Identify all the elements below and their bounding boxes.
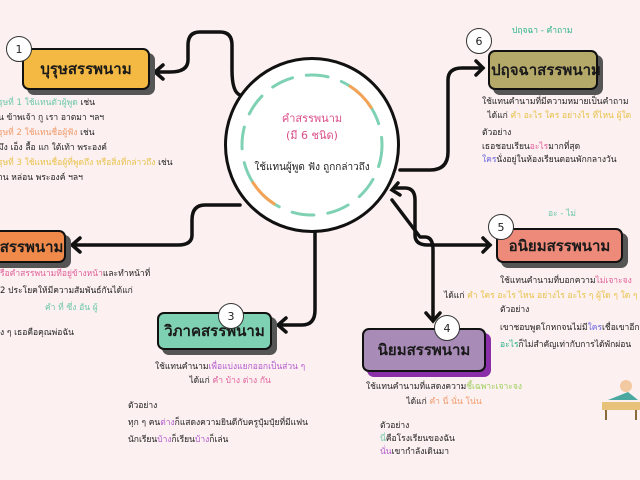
text: รือคำสรรพนามที่อยู่ข้างหน้า (0, 269, 103, 279)
text: 2 ประโยคให้มีความสัมพันธ์กันได้แก่ (0, 286, 133, 296)
number-badge-5: 5 (488, 214, 514, 240)
box-relative-pronoun: สสรรพนาม (0, 230, 66, 263)
number-badge-3: 3 (218, 303, 244, 329)
words: คำ ที่ ซึ่ง อัน ผู้ (45, 303, 98, 313)
text: ใช้แทนคำนาม (155, 362, 209, 372)
example-label: ตัวอย่าง (128, 401, 158, 411)
box-indefinite-pronoun: อนิยมสรรพนาม (496, 228, 623, 263)
example: ง ๆ เธอคือคุณพ่อฉัน (0, 328, 74, 338)
words: คำ นี่ นั่น โน่น (429, 397, 482, 407)
text: บ้าง (157, 435, 172, 445)
words: คำ ใคร อะไร ไหน อย่างไร อะไร ๆ ผู้ใด ๆ ใ… (467, 290, 640, 301)
box4-examples: ตัวอย่าง นี่คือโรงเรียนของฉัน นั่นเขากำล… (380, 420, 455, 459)
text-line: ุรุษที่ 3 ใช้แทนชื่อผู้ที่พูดถึง หรือสิ่… (0, 158, 156, 168)
number-badge-1: 1 (6, 36, 32, 62)
text: ก็เล่น (209, 435, 229, 445)
text: ก็แสดงความยินดีกับครูปุ๋มปุ๋ยที่มีแฟน (174, 418, 308, 428)
text: และทำหน้าที่ (102, 269, 151, 279)
box-personal-pronoun: บุรุษสรรพนาม (22, 48, 150, 90)
text: เพื่อแบ่งแยกออกเป็นส่วน ๆ (208, 362, 306, 372)
text: ใช้แทนคำนามที่แสดงความ (366, 382, 467, 392)
text: นั่น (380, 447, 392, 457)
box6-hint: ปฤจฉา - คำถาม (512, 26, 573, 36)
box4-definition: ใช้แทนคำนามที่แสดงความชี้เฉพาะเจาะจง ได้… (366, 380, 522, 410)
text: ก็เรียน (171, 435, 195, 445)
center-node: คำสรรพนาม (มี 6 ชนิด) ใช้แทนผู้พูด ฟัง ถู… (224, 57, 400, 233)
relaxing-person-illustration (602, 380, 640, 420)
connector-to-box4 (390, 198, 435, 322)
text: มากที่สุด (548, 141, 581, 152)
center-subtitle: ใช้แทนผู้พูด ฟัง ถูกกล่าวถึง (254, 162, 370, 173)
text: นักเรียน (128, 435, 158, 445)
connector-to-box1 (153, 30, 242, 97)
arrowhead (69, 236, 82, 254)
example-label: ตัวอย่าง (380, 421, 410, 431)
box1-description: ุรุษที่ 1 ใช้แทนตัวผู้พูด เช่น น ข้าพเจ้… (0, 96, 173, 186)
connector-to-box6 (398, 66, 485, 172)
text: อะไร (529, 141, 549, 152)
arrowhead (474, 59, 486, 77)
words-label: ได้แก่ (189, 376, 213, 386)
definition: ใช้แทนคำนามที่มีความหมายเป็นคำถาม (482, 97, 629, 107)
words-label: ได้แก่ (444, 290, 468, 301)
number-badge-4: 4 (434, 315, 460, 341)
box6-description: ใช้แทนคำนามที่มีความหมายเป็นคำถาม ได้แก่… (482, 96, 631, 168)
text: เชื่อเขาอีก (602, 322, 640, 333)
text: ต่าง (160, 418, 175, 428)
arrowhead (389, 181, 402, 197)
box2-description: รือคำสรรพนามที่อยู่ข้างหน้าและทำหน้าที่ … (0, 266, 150, 342)
text: อะไร (500, 340, 519, 350)
words: คำ บ้าง ต่าง กัน (212, 376, 271, 386)
center-title: คำสรรพนาม (281, 112, 343, 125)
text: เธอชอบเรียน (482, 141, 530, 152)
arrowhead (152, 63, 165, 81)
connector-to-box3 (276, 230, 317, 327)
text: นี่ (380, 434, 386, 444)
box-distributive-pronoun: วิภาคสรรพนาม (157, 312, 272, 350)
text: ใคร (482, 155, 497, 165)
text: ทุก ๆ คน (128, 418, 161, 428)
text: นั่งอยู่ในห้องเรียนตอนพักกลางวัน (496, 155, 617, 165)
number-badge-6: 6 (466, 28, 492, 54)
text-line: มึง เอ็ง ลื้อ แก ใต้เท้า พระองค์ (0, 143, 107, 153)
text: บ้าง (194, 435, 210, 445)
text: เขาชอบพูดโกหกจนไม่มี (500, 322, 588, 333)
text-line: เช่น (77, 98, 95, 108)
text: ใคร (587, 322, 603, 333)
words: คำ อะไร ใคร อย่างไร ที่ไหน ผู้ใด (510, 110, 632, 121)
arrowhead (481, 236, 493, 254)
box-interrogative-pronoun: ปฤจฉาสรรพนาม (488, 50, 601, 90)
center-count: (มี 6 ชนิด) (286, 129, 338, 142)
box3-examples: ตัวอย่าง ทุก ๆ คนต่างก็แสดงความยินดีกับค… (128, 398, 308, 449)
text: ไม่เจาะจง (595, 276, 632, 286)
box5-description: ใช้แทนคำนามที่บอกความไม่เจาะจง ได้แก่ คำ… (444, 274, 640, 353)
words-label: ได้แก่ (487, 110, 511, 121)
example-label: ตัวอย่าง (482, 128, 512, 138)
text-line: เช่น (77, 128, 95, 138)
box-demonstrative-pronoun: นิยมสรรพนาม (362, 328, 486, 372)
example-label: ตัวอย่าง (500, 305, 530, 315)
text: เขากำลังเดินมา (391, 447, 450, 457)
text: คือโรงเรียนของฉัน (385, 434, 455, 444)
dashed-ring-decoration (240, 73, 384, 217)
box3-definition: ใช้แทนคำนามเพื่อแบ่งแยกออกเป็นส่วน ๆ ได้… (155, 360, 305, 388)
box5-hint: อะ - ไม่ (548, 209, 577, 219)
text-line: เช่น (155, 158, 173, 168)
text-line: น ข้าพเจ้า กู เรา อาตมา ฯลฯ (0, 113, 105, 123)
arrowhead (275, 316, 288, 334)
connector-to-box5 (393, 186, 492, 247)
arrowhead (424, 311, 442, 324)
text: ก็ไม่สำคัญเท่ากับการได้พักผ่อน (518, 340, 632, 350)
text: ชี้เฉพาะเจาะจง (466, 382, 522, 392)
words-label: ได้แก่ (406, 397, 430, 407)
text-line: ุรุษที่ 2 ใช้แทนชื่อผู้ฟัง (0, 128, 78, 138)
text-line: าน หล่อน พระองค์ ฯลฯ (0, 173, 83, 183)
connector-to-box2 (70, 203, 242, 247)
text: ใช้แทนคำนามที่บอกความ (500, 276, 596, 286)
text-line: ุรุษที่ 1 ใช้แทนตัวผู้พูด (0, 98, 78, 108)
